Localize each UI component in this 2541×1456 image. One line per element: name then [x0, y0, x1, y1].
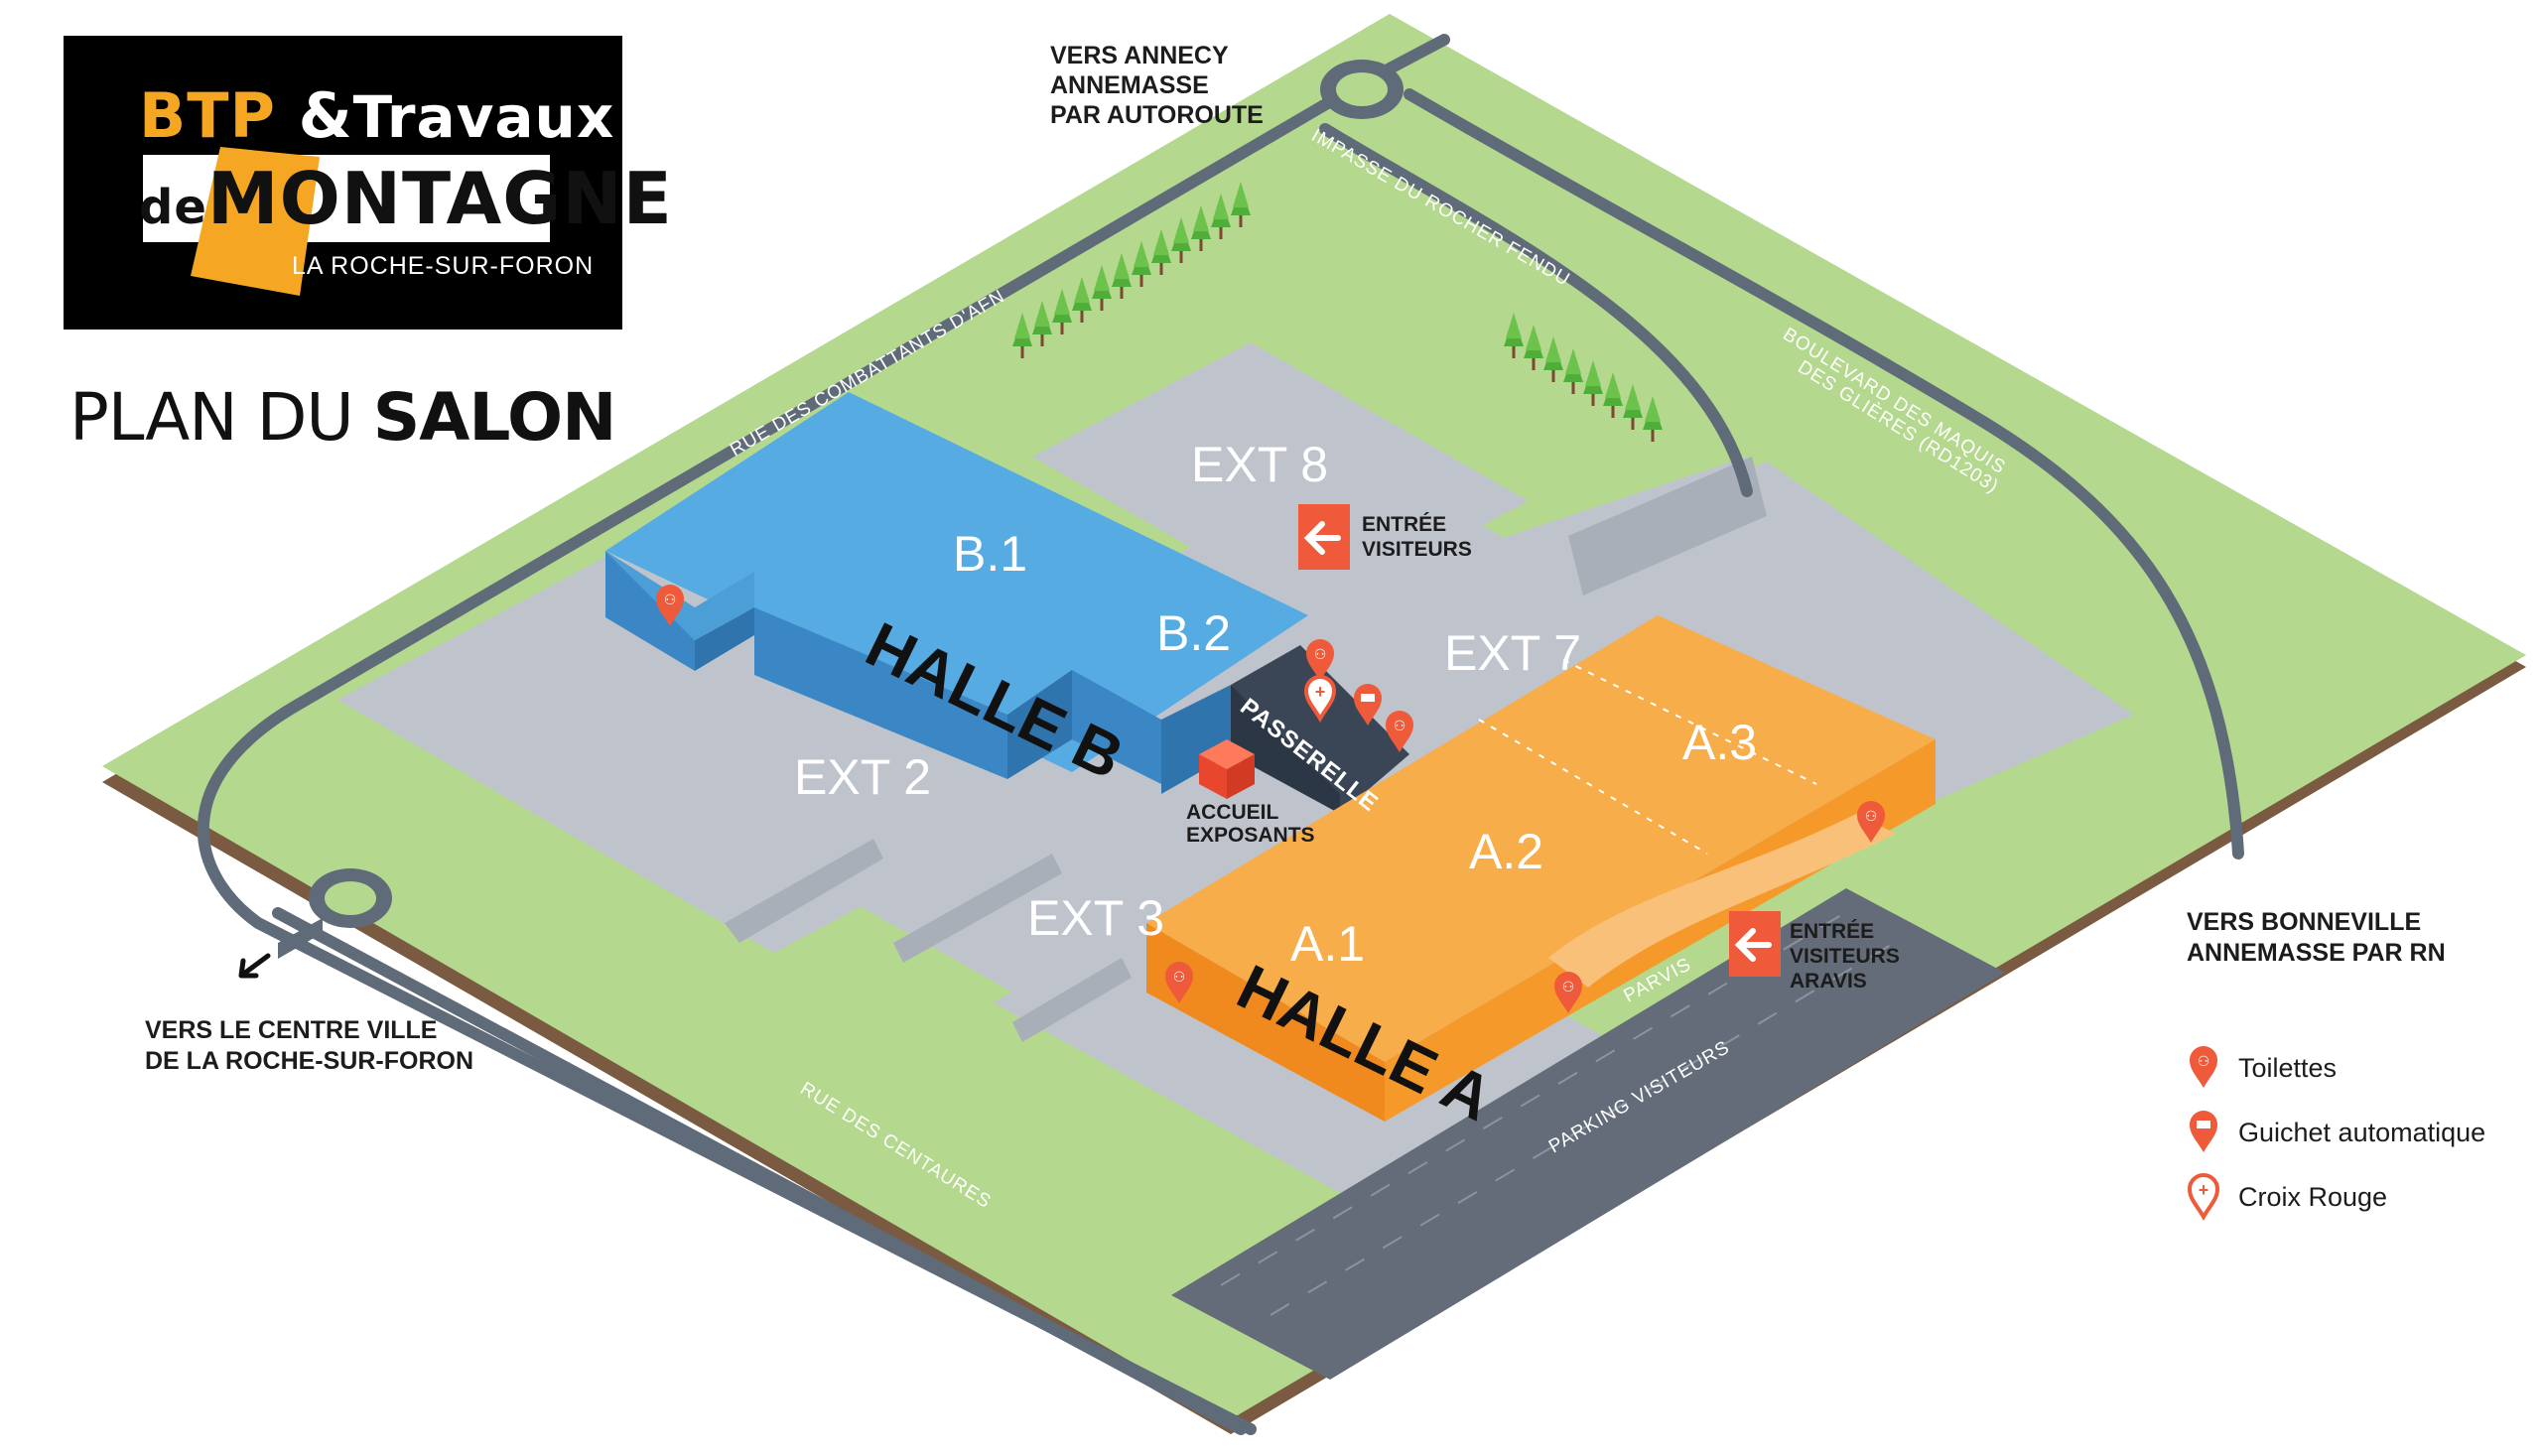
logo-line-2: deMONTAGNE — [139, 157, 673, 240]
legend-guichet: Guichet automatique — [2238, 1118, 2485, 1147]
svg-text:⚇: ⚇ — [1562, 979, 1575, 994]
toilets-pin-icon: ⚇ — [2190, 1046, 2217, 1088]
atm-pin-icon — [2190, 1111, 2217, 1152]
aravis-label-3: ARAVIS — [1790, 970, 1867, 993]
svg-text:+: + — [2199, 1180, 2209, 1200]
direction-annecy-2: ANNEMASSE — [1050, 71, 1209, 99]
direction-centre-1: VERS LE CENTRE VILLE — [145, 1016, 437, 1044]
toilets-pin-icon: ⚇ — [1554, 972, 1582, 1013]
roundabouts — [278, 60, 1404, 959]
toilets-pin-icon: ⚇ — [1306, 639, 1334, 681]
salon-logo: BTP &Travaux deMONTAGNE LA ROCHE-SUR-FOR… — [64, 36, 673, 330]
red-cross-pin-icon: + — [2188, 1173, 2219, 1219]
zone-ext-7: EXT 7 — [1444, 625, 1581, 681]
accueil-label-2: EXPOSANTS — [1186, 824, 1315, 847]
direction-bonneville-2: ANNEMASSE PAR RN — [2187, 939, 2446, 967]
page-title: PLAN DU SALON — [69, 379, 616, 456]
svg-text:⚇: ⚇ — [1173, 969, 1186, 985]
zone-a2: A.2 — [1469, 824, 1543, 879]
zone-ext-8: EXT 8 — [1191, 437, 1328, 492]
entree-label-1: ENTRÉE — [1362, 513, 1446, 536]
toilets-pin-icon: ⚇ — [656, 585, 684, 626]
zone-ext-2: EXT 2 — [794, 749, 931, 805]
aravis-label-1: ENTRÉE — [1790, 920, 1874, 943]
direction-centre-2: DE LA ROCHE-SUR-FORON — [145, 1047, 473, 1075]
atm-pin-icon — [1354, 684, 1382, 726]
legend-croix-rouge: Croix Rouge — [2238, 1182, 2387, 1212]
red-cross-pin-icon: + — [1304, 675, 1336, 721]
zone-a3: A.3 — [1682, 715, 1757, 770]
toilets-pin-icon: ⚇ — [1386, 711, 1413, 752]
toilets-pin-icon: ⚇ — [1165, 962, 1193, 1003]
halle-b[interactable] — [605, 392, 1308, 794]
zone-b1: B.1 — [953, 526, 1027, 582]
svg-text:⚇: ⚇ — [664, 592, 677, 607]
roads — [197, 34, 2244, 1435]
svg-text:+: + — [1315, 682, 1326, 702]
svg-text:⚇: ⚇ — [1865, 808, 1878, 824]
entree-visiteurs-marker[interactable] — [1298, 504, 1350, 570]
passerelle — [1231, 645, 1409, 814]
toilets-pin-icon: ⚇ — [1857, 801, 1885, 843]
accueil-exposants-cube[interactable] — [1199, 739, 1255, 799]
aravis-label-2: VISITEURS — [1790, 945, 1900, 968]
zone-ext-3: EXT 3 — [1027, 890, 1164, 946]
svg-text:⚇: ⚇ — [1394, 718, 1406, 733]
logo-line-3: LA ROCHE-SUR-FORON — [292, 252, 595, 280]
svg-text:⚇: ⚇ — [1314, 646, 1327, 662]
zone-a1: A.1 — [1290, 916, 1365, 972]
halle-a[interactable] — [1146, 615, 1936, 1122]
accueil-label-1: ACCUEIL — [1186, 801, 1279, 824]
direction-annecy-3: PAR AUTOROUTE — [1050, 101, 1264, 129]
arrow-down-left-icon — [238, 953, 271, 979]
zone-b2: B.2 — [1156, 605, 1231, 661]
logo-yellow-shape — [191, 147, 320, 296]
entree-aravis-marker[interactable] — [1729, 911, 1781, 977]
logo-line-1: BTP &Travaux — [139, 79, 615, 152]
svg-text:⚇: ⚇ — [2198, 1053, 2210, 1069]
direction-annecy-1: VERS ANNECY — [1050, 42, 1229, 69]
entree-label-2: VISITEURS — [1362, 538, 1472, 561]
direction-bonneville-1: VERS BONNEVILLE — [2187, 908, 2421, 936]
legend-toilettes: Toilettes — [2238, 1053, 2337, 1083]
legend: ⚇ Toilettes Guichet automatique + Croix … — [2188, 1046, 2485, 1219]
